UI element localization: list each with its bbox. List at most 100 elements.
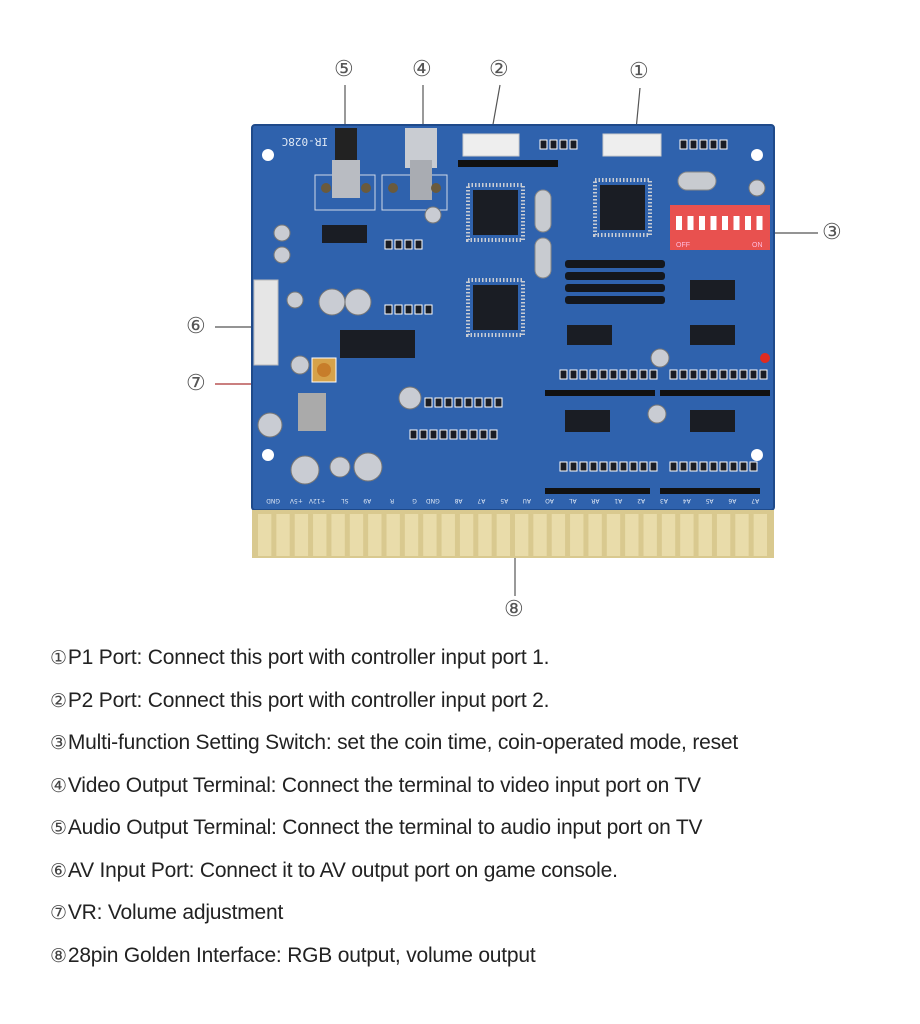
smd-part xyxy=(689,139,698,150)
legend-text: VR: Volume adjustment xyxy=(67,901,284,924)
smd-part xyxy=(709,461,718,472)
legend-text: P2 Port: Connect this port with controll… xyxy=(67,688,550,712)
smd-part xyxy=(589,369,598,380)
smd-part xyxy=(619,461,628,472)
smd-part xyxy=(649,369,658,380)
smd-part xyxy=(709,369,718,380)
crystals xyxy=(534,171,717,279)
callout-2: ② xyxy=(489,57,509,82)
smd-part xyxy=(739,461,748,472)
smd-part xyxy=(394,304,403,315)
legend-num: ④ xyxy=(50,774,67,797)
pin-label: A5 xyxy=(500,497,508,504)
callout-5: ⑤ xyxy=(334,57,354,82)
dip-key xyxy=(722,216,728,230)
dip-key xyxy=(710,216,717,230)
legend-text: 28pin Golden Interface: RGB output, volu… xyxy=(67,943,536,967)
smd-part xyxy=(434,397,443,408)
gold-finger xyxy=(698,514,712,556)
gold-finger xyxy=(661,514,676,556)
capacitors xyxy=(257,179,766,485)
gold-finger xyxy=(753,514,767,556)
board-label: IR-028C xyxy=(282,135,328,148)
smd-part xyxy=(549,139,558,150)
legend-num: ⑦ xyxy=(50,902,67,924)
smd-part xyxy=(649,461,658,472)
dip-off-label: OFF xyxy=(676,242,690,249)
gold-finger xyxy=(331,514,345,556)
legend-item: ②P2 Port: Connect this port with control… xyxy=(50,686,738,729)
smd-part xyxy=(444,397,453,408)
smd-part xyxy=(464,397,473,408)
pin-label: GND xyxy=(266,497,280,504)
smd-part xyxy=(569,461,578,472)
smd-part xyxy=(609,369,618,380)
smd-part xyxy=(669,369,678,380)
pcb-diagram: IR-028C OFF ON xyxy=(215,84,818,596)
legend-item: ①P1 Port: Connect this port with control… xyxy=(50,643,738,686)
legend-num: ⑥ xyxy=(50,859,67,882)
mounting-holes xyxy=(262,149,763,461)
pin-label: R xyxy=(390,497,394,504)
callout-8: ⑧ xyxy=(504,597,524,622)
dip-key xyxy=(756,216,763,230)
legend-item: ⑧28pin Golden Interface: RGB output, vol… xyxy=(50,941,738,984)
gold-finger xyxy=(276,514,290,556)
gold-finger xyxy=(716,514,731,556)
gold-finger xyxy=(643,514,657,556)
pin-label: A8 xyxy=(454,497,462,504)
legend-list: ①P1 Port: Connect this port with control… xyxy=(50,643,738,983)
led xyxy=(760,353,770,363)
smd-part xyxy=(629,369,638,380)
gold-finger xyxy=(368,514,382,556)
legend-num: ③ xyxy=(50,732,67,754)
smd-part xyxy=(729,369,738,380)
smd-part xyxy=(719,139,728,150)
smd-part xyxy=(639,461,648,472)
smd-part xyxy=(629,461,638,472)
smd-part xyxy=(484,397,493,408)
gold-finger xyxy=(294,514,309,556)
smd-part xyxy=(719,369,728,380)
smd-part xyxy=(739,369,748,380)
gold-finger xyxy=(680,514,694,556)
gold-finger xyxy=(386,514,400,556)
callout-6: ⑥ xyxy=(186,314,206,339)
smd-part xyxy=(679,369,688,380)
gold-edge-connector xyxy=(252,510,774,558)
smd-part xyxy=(709,139,718,150)
gold-finger xyxy=(441,514,455,556)
smd-part xyxy=(539,139,548,150)
pin-label: AU xyxy=(523,497,532,504)
smd-part xyxy=(569,139,578,150)
pin-label: A4 xyxy=(683,497,691,504)
callout-1: ① xyxy=(629,59,649,84)
legend-num: ⑤ xyxy=(50,817,67,839)
smd-part xyxy=(749,369,758,380)
legend-item: ③Multi-function Setting Switch: set the … xyxy=(50,728,738,771)
gold-finger xyxy=(423,514,437,556)
dip-key xyxy=(733,216,740,230)
gold-finger xyxy=(496,514,510,556)
gold-finger xyxy=(533,514,547,556)
p1-connector xyxy=(602,133,662,157)
pin-label: A7 xyxy=(751,497,759,504)
gold-finger xyxy=(459,514,474,556)
legend-num: ① xyxy=(50,647,67,669)
pin-label: A3 xyxy=(660,497,668,504)
smd-part xyxy=(459,429,468,440)
gold-finger xyxy=(735,514,749,556)
smd-part xyxy=(699,369,708,380)
smd-part xyxy=(409,429,418,440)
callout-4: ④ xyxy=(412,57,432,82)
smd-part xyxy=(494,397,503,408)
smd-part xyxy=(424,397,433,408)
pin-label: A5 xyxy=(705,497,713,504)
p2-connector xyxy=(462,133,520,157)
gold-finger xyxy=(588,514,602,556)
smd-part xyxy=(669,461,678,472)
smd-part xyxy=(609,461,618,472)
legend-item: ⑥AV Input Port: Connect it to AV output … xyxy=(50,856,738,899)
legend-num: ⑧ xyxy=(50,944,67,967)
smd-part xyxy=(429,429,438,440)
